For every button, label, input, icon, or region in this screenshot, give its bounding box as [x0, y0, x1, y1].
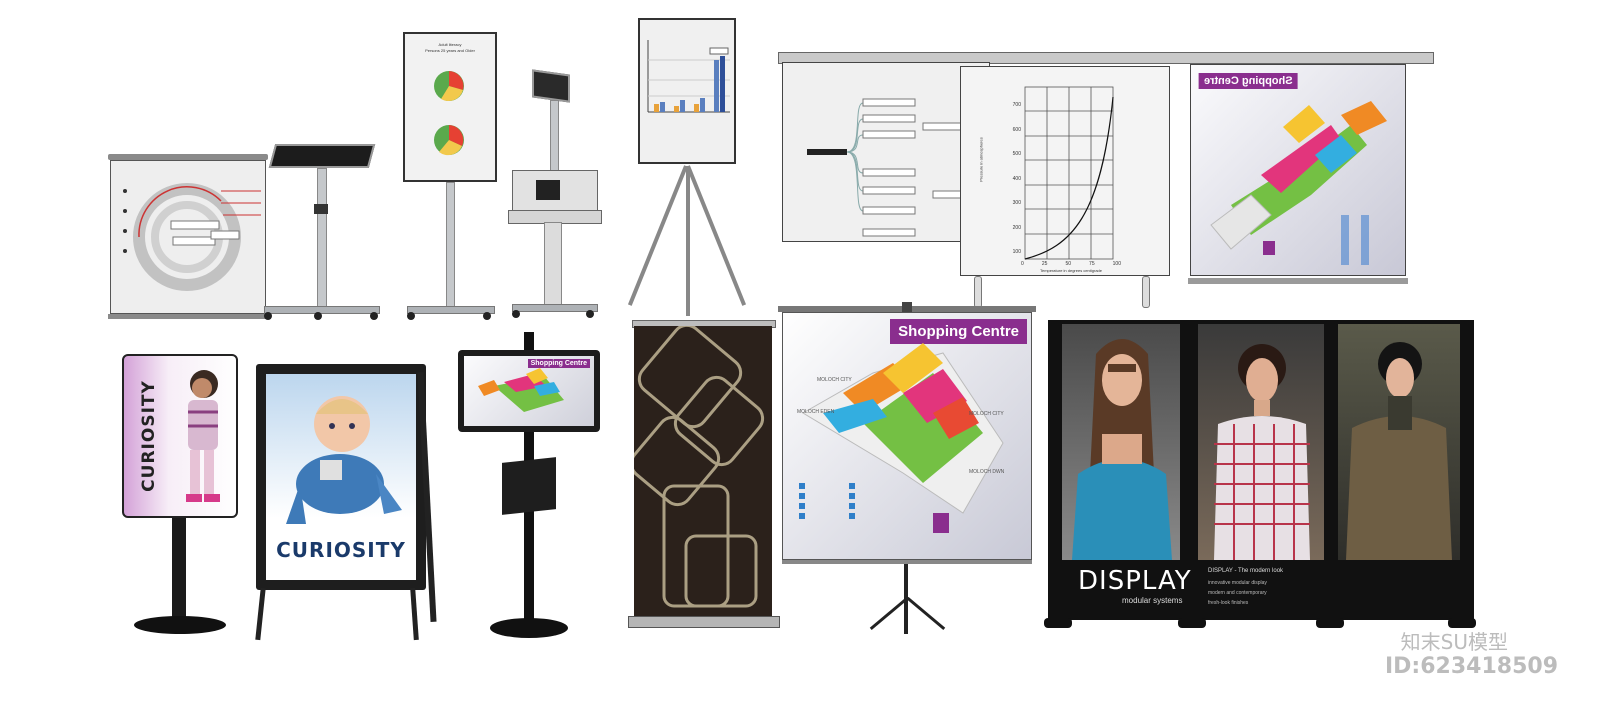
curve-y-tick: 600 — [1012, 126, 1021, 133]
kiosk-map-graphic — [478, 368, 564, 412]
curve-x-tick: 0 — [1021, 261, 1024, 267]
shopping-map-screen: Shopping Centre — [1190, 64, 1406, 276]
map-zone-label: MOLOCH CITY — [817, 377, 852, 383]
curve-x-tick: 50 — [1065, 261, 1071, 267]
rollup-banner-abstract — [628, 320, 780, 630]
large-mall-map-graphic — [799, 343, 1004, 533]
kiosk-shopping-title: Shopping Centre — [527, 359, 590, 368]
curve-y-tick: 700 — [1012, 102, 1021, 108]
kiosk-screen-stand: Shopping Centre — [456, 332, 602, 642]
pedestal-lightbox: CURIOSITY — [120, 354, 240, 639]
curve-x-tick: 100 — [1112, 261, 1121, 267]
pie-chart-stand: Adult literacy Persons 25 years and Olde… — [403, 32, 497, 324]
large-mall-map: Shopping Centre MOLOCH CITY MOLOCH EDEN … — [782, 312, 1032, 560]
curve-y-tick: 200 — [1012, 224, 1021, 231]
curve-y-tick: 300 — [1012, 200, 1021, 206]
display-headline-text: DISPLAY - The modern look — [1208, 568, 1284, 574]
child-figure-graphic — [186, 370, 220, 502]
curve-x-tick: 25 — [1041, 261, 1048, 267]
map-zone-label: MOLOCH EDEN — [797, 409, 835, 415]
display-line-text: innovative modular display — [1208, 580, 1267, 586]
pie-chart-graphic — [434, 71, 464, 156]
woman-plaid-graphic — [1214, 344, 1310, 560]
circle-diagram-graphic — [123, 183, 261, 291]
display-line-text: fresh-look finishes — [1208, 600, 1249, 606]
woman-portrait-graphic — [1072, 339, 1172, 560]
modular-display-wall: DISPLAY modular systems DISPLAY - The mo… — [1044, 318, 1478, 632]
curve-y-tick: 500 — [1012, 151, 1021, 157]
display-line-text: modern and contemporary — [1208, 590, 1267, 596]
curve-chart-graphic — [1024, 86, 1114, 260]
curve-y-tick: 400 — [1012, 175, 1021, 182]
easel-bar-chart — [600, 18, 770, 318]
display-tagline-text: modular systems — [1122, 596, 1183, 605]
abstract-pattern-graphic — [634, 326, 765, 608]
pie-chart-subtitle: Persons 25 years and Older — [425, 48, 475, 53]
projector-podium — [508, 69, 602, 325]
flowchart-graphic — [807, 98, 974, 237]
portrait-panel-1 — [1062, 324, 1180, 560]
flowchart-screen — [782, 62, 990, 242]
curve-y-tick: 100 — [1012, 249, 1021, 255]
curve-chart-xlabel: Temperature in degrees centigrade — [1039, 268, 1103, 273]
pie-chart-title: Adult literacy — [438, 42, 462, 47]
a-frame-poster: CURIOSITY — [252, 362, 444, 642]
baby-figure-graphic — [286, 396, 402, 524]
laptop-podium — [262, 142, 382, 327]
map-zone-label: MOLOCH DWN — [969, 469, 1005, 475]
map-zone-label: MOLOCH CITY — [969, 411, 1004, 417]
woman-jacket-graphic — [1346, 342, 1452, 560]
watermark-id: ID:623418509 — [1384, 654, 1558, 679]
mall-map-graphic — [1210, 101, 1387, 265]
watermark-site: 知末SU模型 — [1400, 630, 1508, 654]
curve-x-tick: 75 — [1089, 261, 1095, 267]
presentation-board-diagram — [108, 154, 268, 324]
shopping-centre-title: Shopping Centre — [890, 319, 1027, 344]
tripod-projection-screen: Shopping Centre MOLOCH CITY MOLOCH EDEN … — [778, 302, 1038, 642]
curve-chart-screen: Pressure in atmospheres 700 600 500 400 … — [960, 66, 1170, 276]
portrait-panel-2 — [1198, 324, 1324, 560]
bar-chart-graphic — [647, 40, 730, 113]
display-brand-text: DISPLAY — [1078, 566, 1192, 596]
curiosity-poster-text: CURIOSITY — [276, 538, 406, 562]
wall-screens-rail: Pressure in atmospheres 700 600 500 400 … — [778, 52, 1438, 312]
portrait-panel-3 — [1338, 324, 1460, 560]
